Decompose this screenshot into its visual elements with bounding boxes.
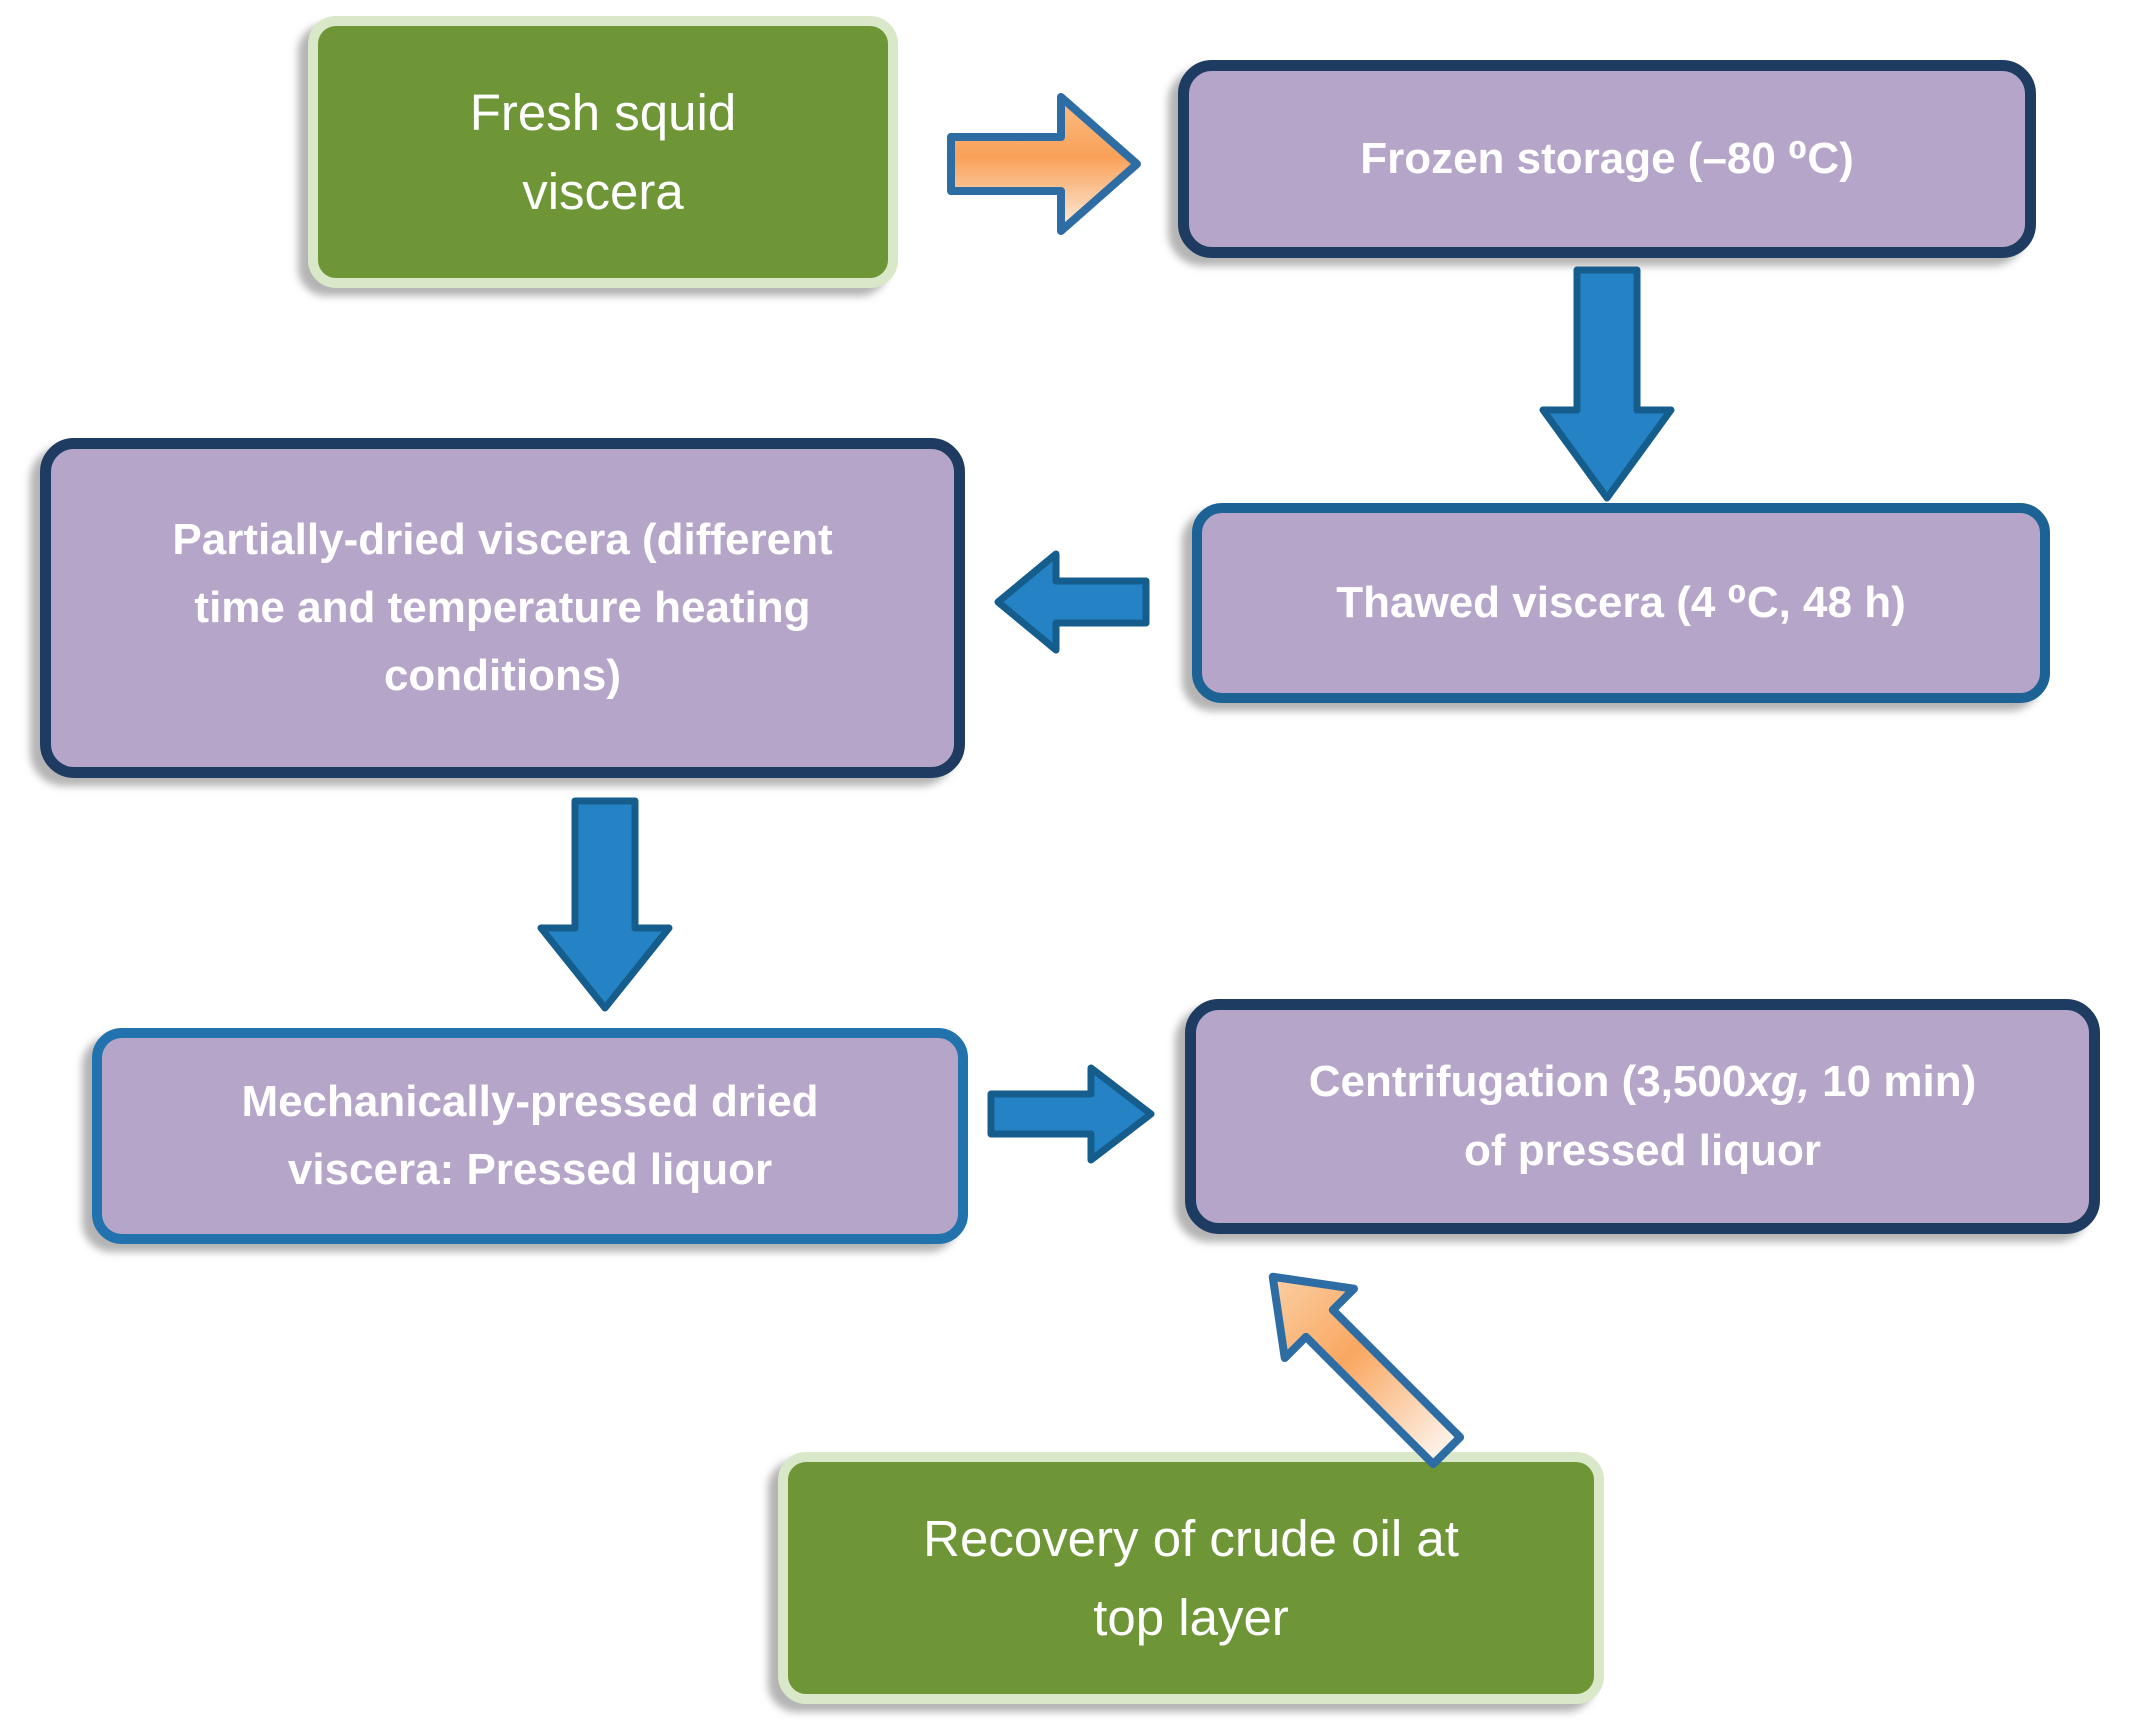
arrow-right-blue-icon — [985, 1062, 1157, 1166]
arrow-down-blue-icon — [1537, 264, 1677, 504]
flow-node-frozen-storage: Frozen storage (–80 ⁰C) — [1178, 60, 2036, 258]
flow-node-label: Recovery of crude oil at top layer — [923, 1509, 1459, 1646]
flow-node-thawed-viscera: Thawed viscera (4 ⁰C, 48 h) — [1192, 503, 2050, 703]
flow-node-mechanically-pressed-viscera: Mechanically-pressed dried viscera: Pres… — [92, 1028, 968, 1244]
flow-node-fresh-squid-viscera: Fresh squid viscera — [308, 16, 898, 288]
arrow-down-blue-icon — [535, 796, 675, 1014]
flow-node-label: Centrifugation (3,500xg, 10 min) of pres… — [1308, 1057, 1977, 1175]
flow-node-label: Fresh squid viscera — [469, 83, 737, 220]
flow-node-label: Frozen storage (–80 ⁰C) — [1360, 133, 1854, 183]
flow-node-recovery-crude-oil: Recovery of crude oil at top layer — [778, 1452, 1604, 1704]
arrow-left-blue-icon — [992, 548, 1152, 656]
flow-node-label: Partially-dried viscera (different time … — [172, 514, 833, 701]
arrow-down-left-orange-icon — [1232, 1236, 1486, 1490]
flow-node-label: Mechanically-pressed dried viscera: Pres… — [241, 1076, 819, 1194]
flow-node-centrifugation: Centrifugation (3,500xg, 10 min) of pres… — [1185, 999, 2100, 1234]
flow-node-partially-dried-viscera: Partially-dried viscera (different time … — [40, 438, 965, 778]
flow-node-label: Thawed viscera (4 ⁰C, 48 h) — [1336, 577, 1906, 627]
arrow-right-orange-icon — [945, 85, 1145, 243]
